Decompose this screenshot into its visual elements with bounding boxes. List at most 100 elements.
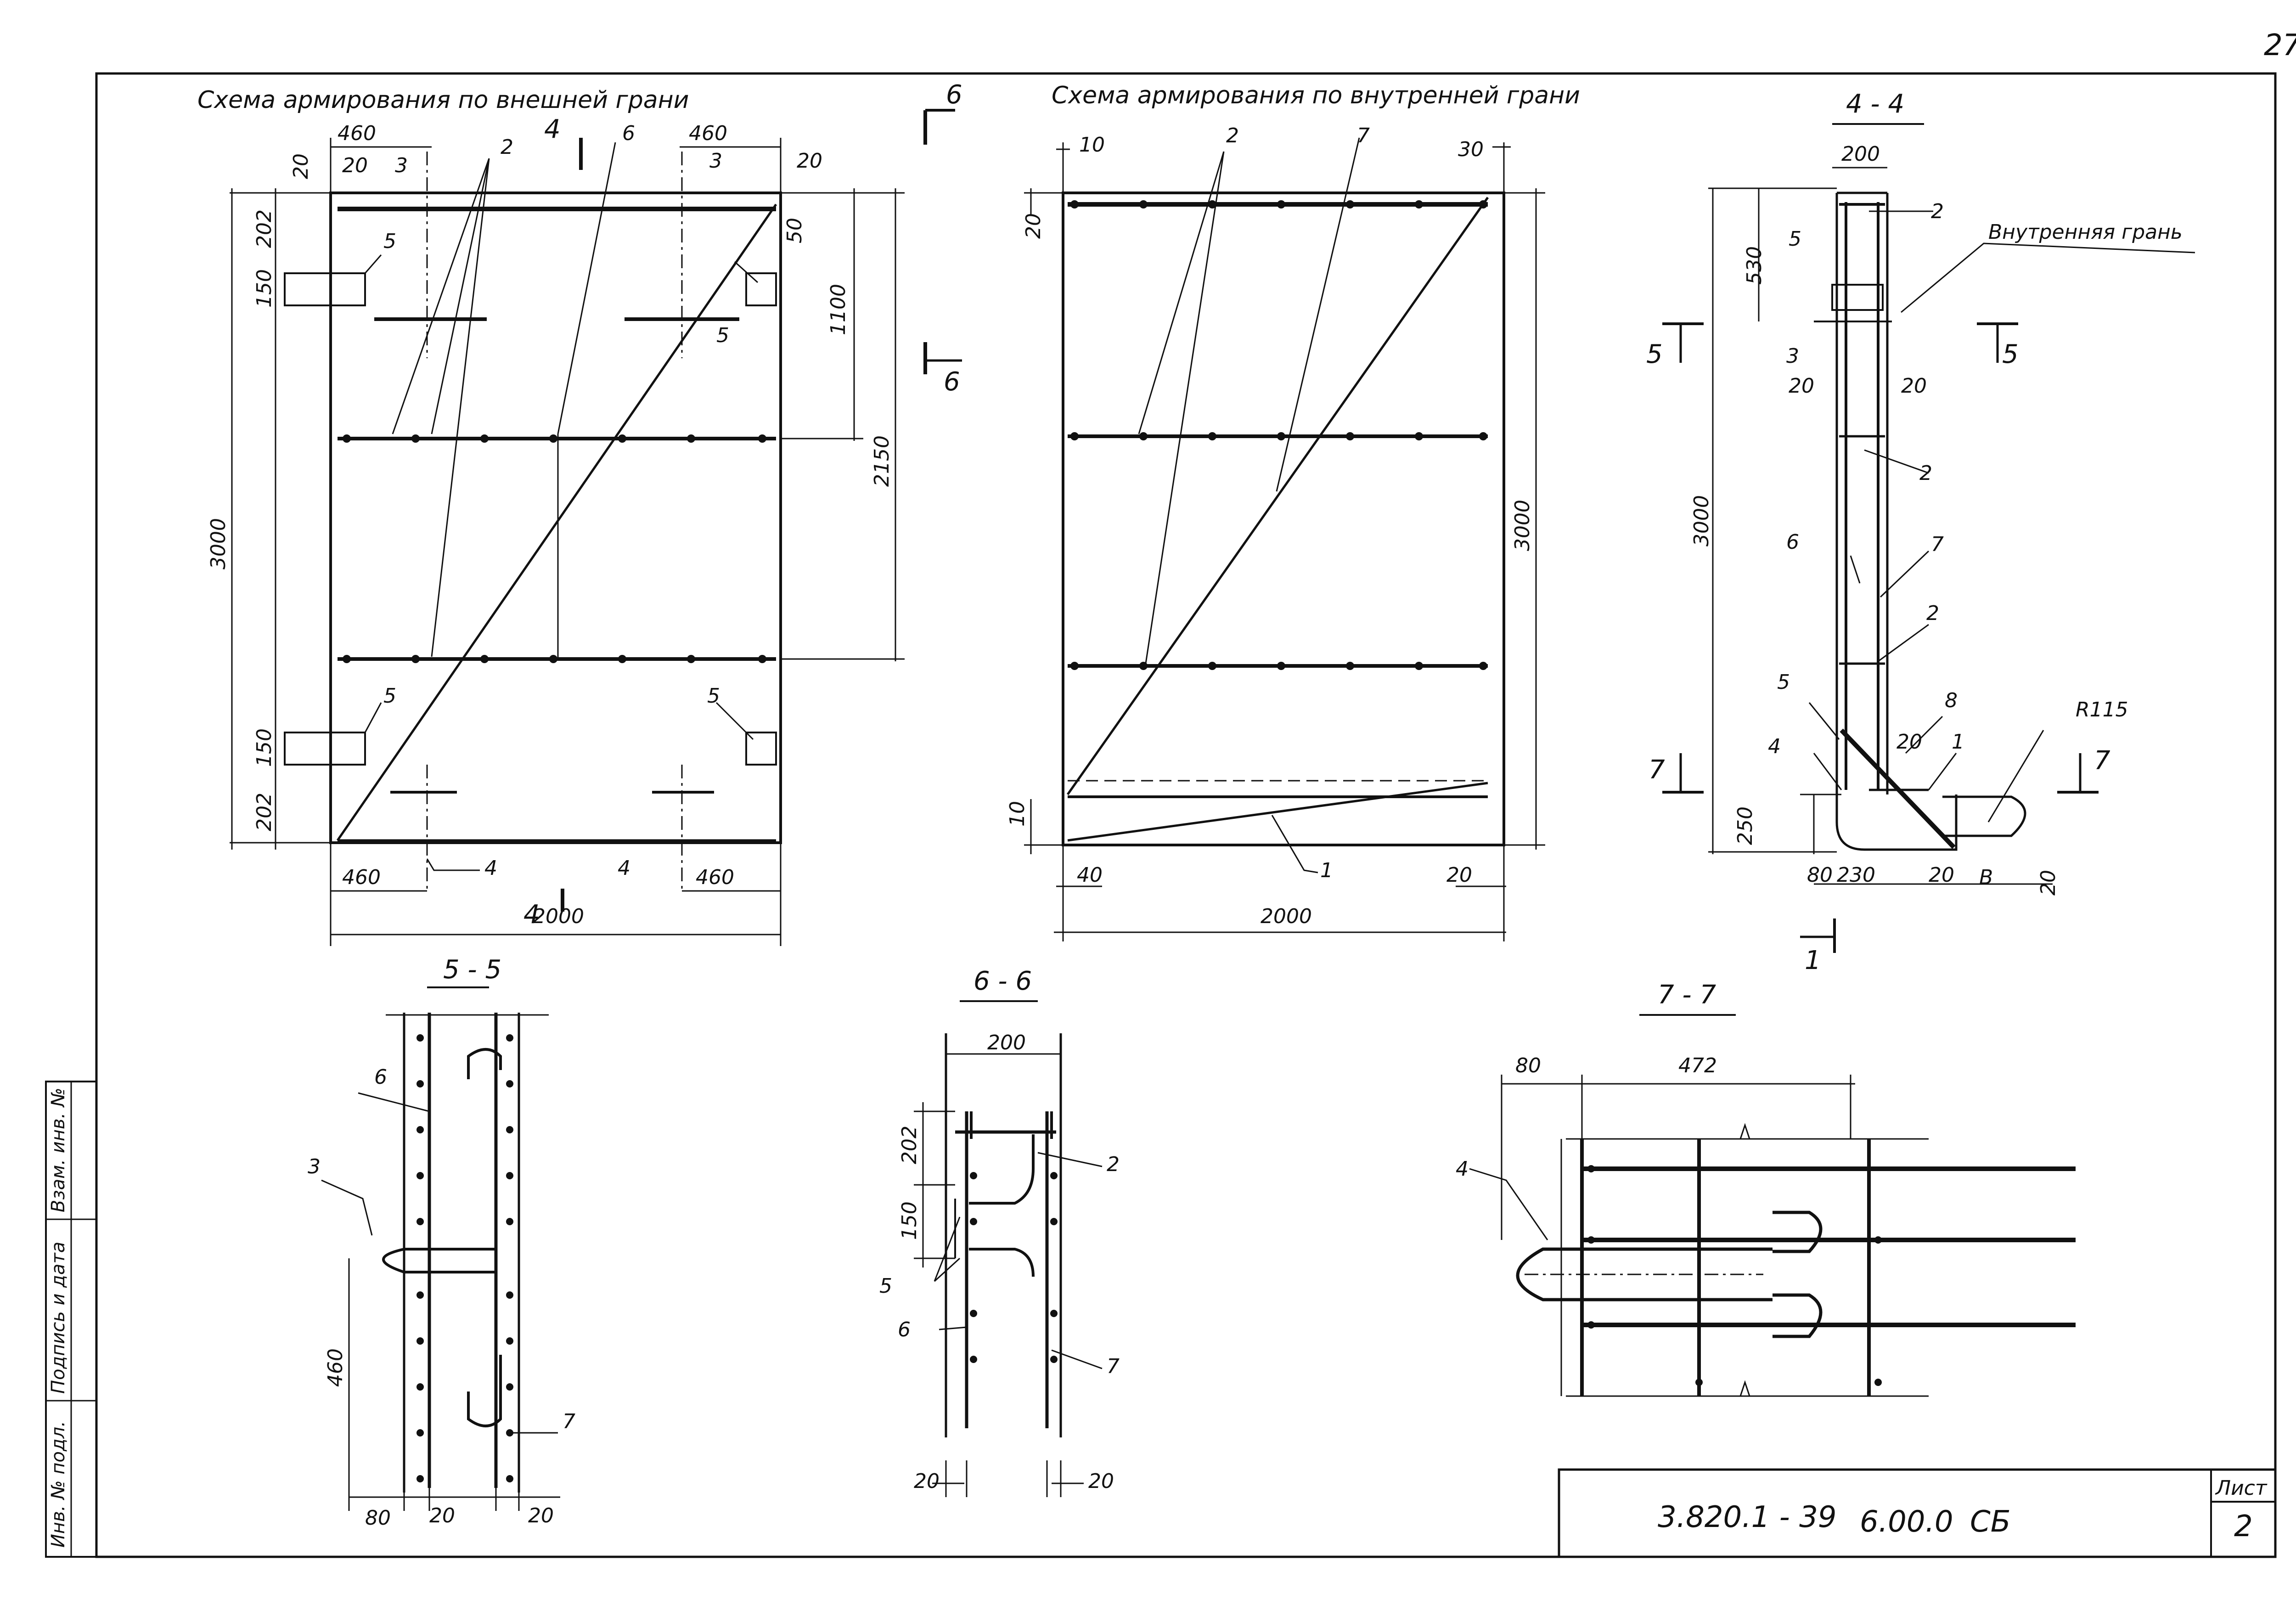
inner-dim-2: 20 bbox=[1022, 213, 1045, 239]
sec-mark-5-right: 5 bbox=[2002, 339, 2019, 369]
sec-mark-6-top: 6 bbox=[946, 80, 962, 110]
s77-dim-1: 472 bbox=[1678, 1054, 1717, 1077]
title-code: 3.820.1 - 39 bbox=[1658, 1500, 1837, 1534]
s66-pos-0: 2 bbox=[1107, 1153, 1120, 1176]
s55-dim-1: 80 bbox=[365, 1506, 391, 1530]
s44-radius: R115 bbox=[2076, 698, 2128, 721]
s44-dim-0: 200 bbox=[1841, 142, 1880, 166]
s44-dim-5: 250 bbox=[1733, 806, 1757, 845]
inner-pos-1: 7 bbox=[1357, 124, 1370, 147]
outer-dim-7: 150 bbox=[253, 728, 276, 767]
outer-pos-4: 6 bbox=[622, 122, 635, 145]
inner-dim-1: 30 bbox=[1458, 138, 1484, 161]
s44-pos-6: 2 bbox=[1926, 602, 1939, 625]
s77-pos-0: 4 bbox=[1456, 1157, 1469, 1181]
inner-dim-0: 10 bbox=[1079, 133, 1105, 157]
sheet-label: Лист bbox=[2215, 1476, 2268, 1500]
s44-dim-9: B bbox=[1979, 866, 1993, 889]
outer-title: Схема армирования по внешней грани bbox=[197, 86, 689, 114]
outer-dim-15: 2000 bbox=[533, 905, 584, 928]
inner-dim-6: 20 bbox=[1446, 863, 1472, 887]
outer-pos-6: 5 bbox=[716, 324, 729, 347]
s66-dim-1: 202 bbox=[898, 1126, 921, 1164]
s66-dim-0: 200 bbox=[987, 1031, 1026, 1054]
inner-face-scheme: Схема армирования по внутренней грани bbox=[1006, 82, 1580, 941]
s44-angle: 20 bbox=[1896, 730, 1922, 754]
outer-pos-10: 4 bbox=[618, 856, 630, 880]
outer-dim-11: 2150 bbox=[870, 435, 894, 487]
s44-dim-10: 20 bbox=[2037, 870, 2060, 896]
stamp-sign-label: Подпись и дата bbox=[48, 1242, 69, 1394]
inner-dim-4: 10 bbox=[1006, 801, 1029, 827]
s44-pos-0: 2 bbox=[1931, 200, 1944, 223]
outer-face-scheme: Схема армирования по внешней грани bbox=[197, 86, 905, 946]
outer-pos-2: 3 bbox=[395, 154, 408, 177]
outer-pos-7: 5 bbox=[383, 684, 396, 708]
sec-mark-4-top: 4 bbox=[544, 114, 561, 144]
section-6-6-title: 6 - 6 bbox=[974, 966, 1032, 996]
section-5-5-title: 5 - 5 bbox=[443, 955, 501, 985]
sheet-frame bbox=[95, 72, 2277, 1558]
s66-dim-4: 20 bbox=[1088, 1470, 1114, 1493]
s44-pos-9: 4 bbox=[1768, 735, 1781, 758]
outer-dim-1: 460 bbox=[689, 122, 727, 145]
sec-mark-4-bottom: 4 bbox=[523, 900, 540, 930]
section-5-5: 5 - 5 460 80 20 20 6 3 7 bbox=[308, 955, 575, 1530]
s44-dim-2: 20 bbox=[1789, 374, 1814, 398]
section-7-7-title: 7 - 7 bbox=[1658, 980, 1716, 1010]
outer-pos-8: 5 bbox=[707, 684, 720, 708]
outer-pos-9: 4 bbox=[484, 856, 497, 880]
s44-pos-3: 2 bbox=[1919, 462, 1932, 485]
s55-pos-0: 6 bbox=[374, 1065, 387, 1089]
outer-dim-0: 460 bbox=[338, 122, 376, 145]
title-suffix: СБ bbox=[1970, 1505, 2011, 1539]
outer-dim-10: 1100 bbox=[827, 284, 850, 335]
s55-pos-2: 7 bbox=[563, 1410, 575, 1433]
sec-mark-1: 1 bbox=[1805, 946, 1821, 975]
title-block: 3.820.1 - 39 6.00.0 СБ Лист 2 bbox=[1558, 1468, 2277, 1558]
outer-dim-6: 150 bbox=[253, 269, 276, 308]
s44-pos-7: 5 bbox=[1777, 670, 1790, 694]
s44-pos-4: 6 bbox=[1786, 530, 1799, 554]
inner-dim-5: 40 bbox=[1077, 863, 1103, 887]
s66-pos-3: 7 bbox=[1107, 1355, 1120, 1378]
outer-dim-14: 460 bbox=[696, 866, 734, 889]
s44-pos-2: 3 bbox=[1786, 344, 1799, 368]
outer-dim-3: 20 bbox=[797, 149, 822, 173]
section-4-4-title: 4 - 4 bbox=[1846, 89, 1904, 119]
s44-dim-6: 80 bbox=[1807, 863, 1833, 887]
s55-dim-0: 460 bbox=[324, 1348, 347, 1387]
outer-dim-13: 460 bbox=[342, 866, 381, 889]
inner-title: Схема армирования по внутренней грани bbox=[1052, 82, 1580, 109]
s44-dim-4: 3000 bbox=[1690, 495, 1713, 546]
s55-pos-1: 3 bbox=[308, 1155, 321, 1178]
outer-dim-5: 202 bbox=[253, 209, 276, 248]
inner-dim-7: 2000 bbox=[1261, 905, 1312, 928]
sec-mark-7-left: 7 bbox=[1649, 755, 1665, 785]
outer-dim-8: 202 bbox=[253, 793, 276, 831]
outer-dim-2: 20 bbox=[342, 154, 368, 177]
outer-dim-4: 20 bbox=[289, 153, 313, 179]
stamp-vzam-label: Взам. инв. № bbox=[48, 1087, 69, 1212]
s44-dim-8: 20 bbox=[1929, 863, 1954, 887]
s44-pos-10: 1 bbox=[1952, 730, 1964, 754]
inner-pos-0: 2 bbox=[1226, 124, 1239, 147]
s77-dim-0: 80 bbox=[1515, 1054, 1541, 1077]
s44-dim-3: 20 bbox=[1901, 374, 1927, 398]
s66-pos-2: 6 bbox=[898, 1318, 911, 1341]
s44-pos-8: 8 bbox=[1945, 689, 1958, 712]
outer-dim-9: 50 bbox=[783, 218, 806, 243]
outer-pos-5: 5 bbox=[383, 230, 396, 253]
s55-dim-3: 20 bbox=[528, 1504, 554, 1527]
s44-dim-7: 230 bbox=[1837, 863, 1875, 887]
sec-mark-7-right: 7 bbox=[2094, 746, 2110, 776]
outer-pos-3: 3 bbox=[709, 149, 722, 173]
s44-pos-5: 7 bbox=[1931, 533, 1944, 556]
section-mark-6: 6 6 bbox=[923, 80, 962, 397]
section-4-4: 4 - 4 bbox=[1646, 89, 2195, 975]
title-doc: 6.00.0 bbox=[1860, 1505, 1953, 1539]
s66-dim-2: 150 bbox=[898, 1201, 921, 1240]
sec-mark-5-left: 5 bbox=[1646, 339, 1663, 369]
section-7-7: 7 - 7 80 472 4 bbox=[1456, 980, 2076, 1397]
